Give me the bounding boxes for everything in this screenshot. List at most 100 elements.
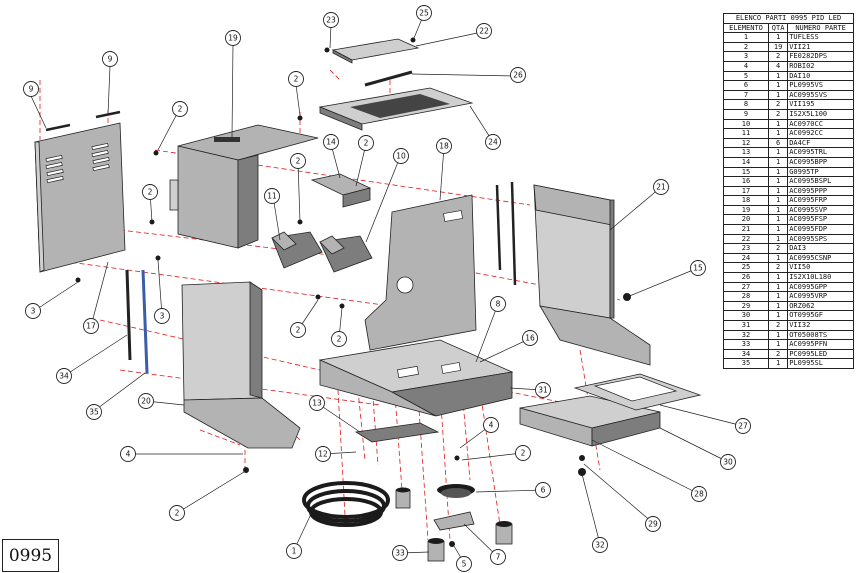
qty-cell: 1 bbox=[768, 166, 789, 178]
small-plate-13 bbox=[354, 422, 440, 443]
parts-table-title: ELENCO PARTI 0995 PID LED bbox=[723, 13, 854, 24]
part-number-cell: PC0995LED bbox=[787, 348, 854, 360]
callout: 2 bbox=[358, 135, 374, 151]
qty-cell: 2 bbox=[768, 262, 789, 274]
svg-text:17: 17 bbox=[86, 322, 96, 331]
callout: 3 bbox=[25, 303, 41, 319]
qty-cell: 4 bbox=[768, 60, 789, 72]
svg-text:4: 4 bbox=[489, 421, 494, 430]
element-cell: 34 bbox=[722, 348, 770, 360]
part-number-cell: AC0995GPP bbox=[787, 281, 854, 293]
callout: 24 bbox=[485, 134, 501, 150]
front-cover bbox=[181, 281, 301, 449]
element-cell: 4 bbox=[722, 60, 770, 72]
svg-text:2: 2 bbox=[296, 157, 301, 166]
svg-text:3: 3 bbox=[160, 312, 165, 321]
qty-cell: 1 bbox=[768, 339, 789, 350]
svg-text:2: 2 bbox=[521, 449, 526, 458]
element-cell: 7 bbox=[722, 89, 770, 101]
col-header-element: ELEMENTO bbox=[722, 22, 770, 34]
svg-text:20: 20 bbox=[141, 397, 151, 406]
element-cell: 20 bbox=[722, 214, 770, 226]
callout: 17 bbox=[83, 318, 99, 334]
svg-text:31: 31 bbox=[538, 386, 548, 395]
svg-text:2: 2 bbox=[337, 335, 342, 344]
part-number-cell: VII50 bbox=[787, 262, 854, 274]
qty-cell: 19 bbox=[768, 41, 789, 53]
callout: 14 bbox=[323, 134, 339, 150]
element-cell: 18 bbox=[722, 195, 770, 206]
callout: 21 bbox=[653, 179, 669, 195]
callout: 2 bbox=[288, 71, 304, 87]
element-cell: 24 bbox=[722, 252, 770, 264]
callout: 3 bbox=[154, 308, 170, 324]
qty-cell: 1 bbox=[768, 32, 789, 43]
svg-text:34: 34 bbox=[59, 372, 69, 381]
qty-cell: 1 bbox=[768, 310, 789, 321]
qty-cell: 1 bbox=[768, 214, 789, 226]
part-number-cell: IS2X5L100 bbox=[787, 108, 854, 120]
callout: 9 bbox=[23, 81, 39, 97]
svg-text:18: 18 bbox=[439, 142, 449, 151]
callout: 19 bbox=[225, 30, 241, 46]
callout: 34 bbox=[56, 368, 72, 384]
part-6 bbox=[437, 484, 475, 498]
part-number-cell: VII195 bbox=[787, 99, 854, 110]
left-side-panel bbox=[34, 122, 126, 273]
svg-text:33: 33 bbox=[395, 549, 405, 558]
part-number-cell: AC0995PFN bbox=[787, 339, 854, 350]
callout: 2 bbox=[331, 331, 347, 347]
element-cell: 6 bbox=[722, 80, 770, 91]
brackets-10-11 bbox=[271, 231, 373, 273]
svg-text:2: 2 bbox=[296, 326, 301, 335]
callout: 4 bbox=[483, 417, 499, 433]
svg-text:2: 2 bbox=[178, 105, 183, 114]
callout: 10 bbox=[393, 148, 409, 164]
svg-text:21: 21 bbox=[656, 183, 666, 192]
part-number-cell: AC0995CSNP bbox=[787, 252, 854, 264]
callout: 2 bbox=[169, 505, 185, 521]
col-header-qty: QTÀ bbox=[768, 22, 789, 34]
led-strips bbox=[125, 181, 517, 374]
part-number-cell: OT05008TS bbox=[787, 329, 854, 341]
callout: 15 bbox=[690, 260, 706, 276]
part-number-cell: AC0992CC bbox=[787, 128, 854, 139]
right-side-panel bbox=[533, 184, 651, 366]
qty-cell: 1 bbox=[768, 233, 789, 245]
callout: 7 bbox=[490, 549, 506, 565]
svg-text:2: 2 bbox=[294, 75, 299, 84]
element-cell: 21 bbox=[722, 224, 770, 235]
part-number-cell: DAI3 bbox=[787, 243, 854, 254]
rod-26 bbox=[364, 70, 413, 87]
grid-frame bbox=[318, 87, 474, 131]
element-cell: 15 bbox=[722, 166, 770, 178]
callout: 2 bbox=[290, 153, 306, 169]
callout: 11 bbox=[264, 188, 280, 204]
svg-text:16: 16 bbox=[525, 334, 535, 343]
svg-text:35: 35 bbox=[89, 408, 99, 417]
qty-cell: 2 bbox=[768, 348, 789, 360]
svg-text:2: 2 bbox=[175, 509, 180, 518]
rear-cover bbox=[169, 124, 319, 249]
svg-text:26: 26 bbox=[513, 71, 523, 80]
leader-lines bbox=[30, 13, 744, 564]
part-number-cell: TUFLESS bbox=[787, 32, 854, 43]
screws bbox=[75, 37, 631, 547]
part-number-cell: AC0995FDP bbox=[787, 224, 854, 235]
